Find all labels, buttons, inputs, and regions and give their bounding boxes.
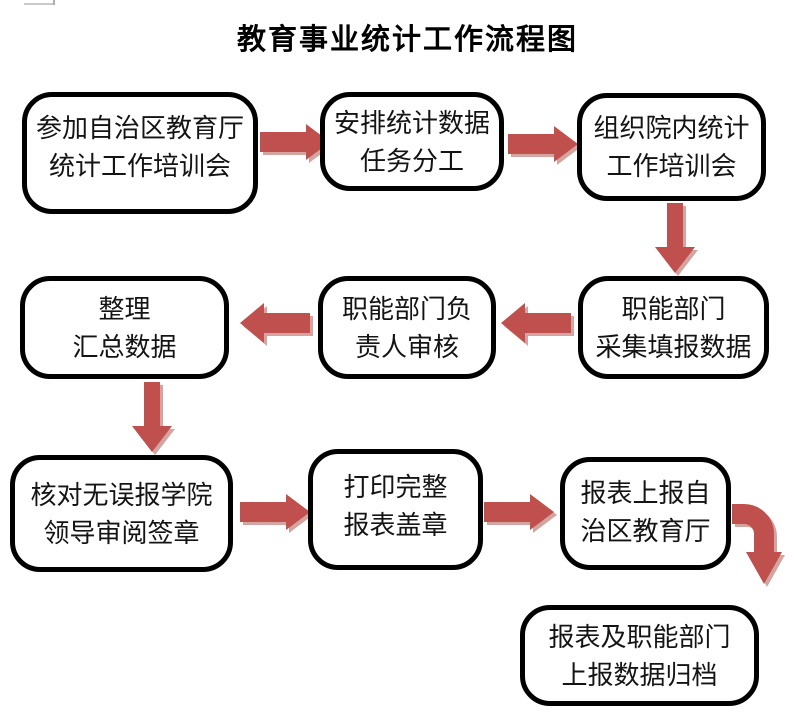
- flow-node-attend-training[interactable]: 参加自治区教育厅 统计工作培训会: [22, 92, 258, 214]
- node-label-line: 核对无误报学院: [30, 479, 213, 510]
- page-title: 教育事业统计工作流程图: [236, 24, 578, 56]
- arrow-down-icon: [655, 203, 695, 273]
- arrow-right-icon: [508, 126, 578, 162]
- node-label-line: 安排统计数据: [333, 107, 490, 138]
- node-label-line: 上报数据归档: [561, 659, 718, 690]
- node-label-line: 报表及职能部门: [548, 621, 731, 652]
- flow-node-assign-tasks[interactable]: 安排统计数据 任务分工: [320, 92, 504, 191]
- arrow-left-icon: [501, 303, 571, 343]
- node-label-line: 工作培训会: [606, 151, 737, 181]
- arrow-right-icon: [260, 124, 330, 160]
- flow-node-archive-data[interactable]: 报表及职能部门 上报数据归档: [520, 605, 759, 706]
- node-label-line: 领导审阅签章: [43, 517, 200, 548]
- node-label-line: 汇总数据: [72, 331, 177, 362]
- flow-node-submit-report[interactable]: 报表上报自 治区教育厅: [560, 457, 731, 570]
- node-label-line: 职能部门负: [341, 293, 472, 324]
- arrow-down-icon: [132, 382, 172, 452]
- node-label-line: 参加自治区教育厅: [35, 113, 244, 143]
- node-label-line: 任务分工: [359, 145, 464, 176]
- page-corner-fragment: [24, 3, 55, 5]
- arrow-right-icon: [240, 493, 310, 531]
- arrow-bent-down-icon: [732, 500, 784, 592]
- flow-node-verify-sign[interactable]: 核对无误报学院 领导审阅签章: [10, 455, 233, 572]
- node-label-line: 治区教育厅: [580, 516, 711, 546]
- flow-node-leader-review[interactable]: 职能部门负 责人审核: [318, 276, 496, 379]
- page-corner-fragment: [53, 0, 55, 5]
- arrow-right-icon: [484, 493, 554, 531]
- flow-node-print-stamp[interactable]: 打印完整 报表盖章: [308, 449, 483, 570]
- node-label-line: 责人审核: [354, 331, 459, 362]
- arrow-left-icon: [240, 303, 310, 343]
- flow-node-summarize-data[interactable]: 整理 汇总数据: [20, 276, 229, 379]
- node-label-line: 采集填报数据: [595, 331, 752, 362]
- node-label-line: 打印完整: [343, 472, 448, 502]
- node-label-line: 组织院内统计: [593, 113, 750, 143]
- node-label-line: 报表上报自: [580, 478, 711, 508]
- node-label-line: 职能部门: [621, 293, 726, 324]
- flow-node-collect-data[interactable]: 职能部门 采集填报数据: [578, 276, 769, 379]
- node-label-line: 整理: [98, 293, 151, 324]
- flow-node-internal-training[interactable]: 组织院内统计 工作培训会: [577, 93, 766, 201]
- node-label-line: 报表盖章: [343, 510, 448, 540]
- node-label-line: 统计工作培训会: [48, 151, 231, 181]
